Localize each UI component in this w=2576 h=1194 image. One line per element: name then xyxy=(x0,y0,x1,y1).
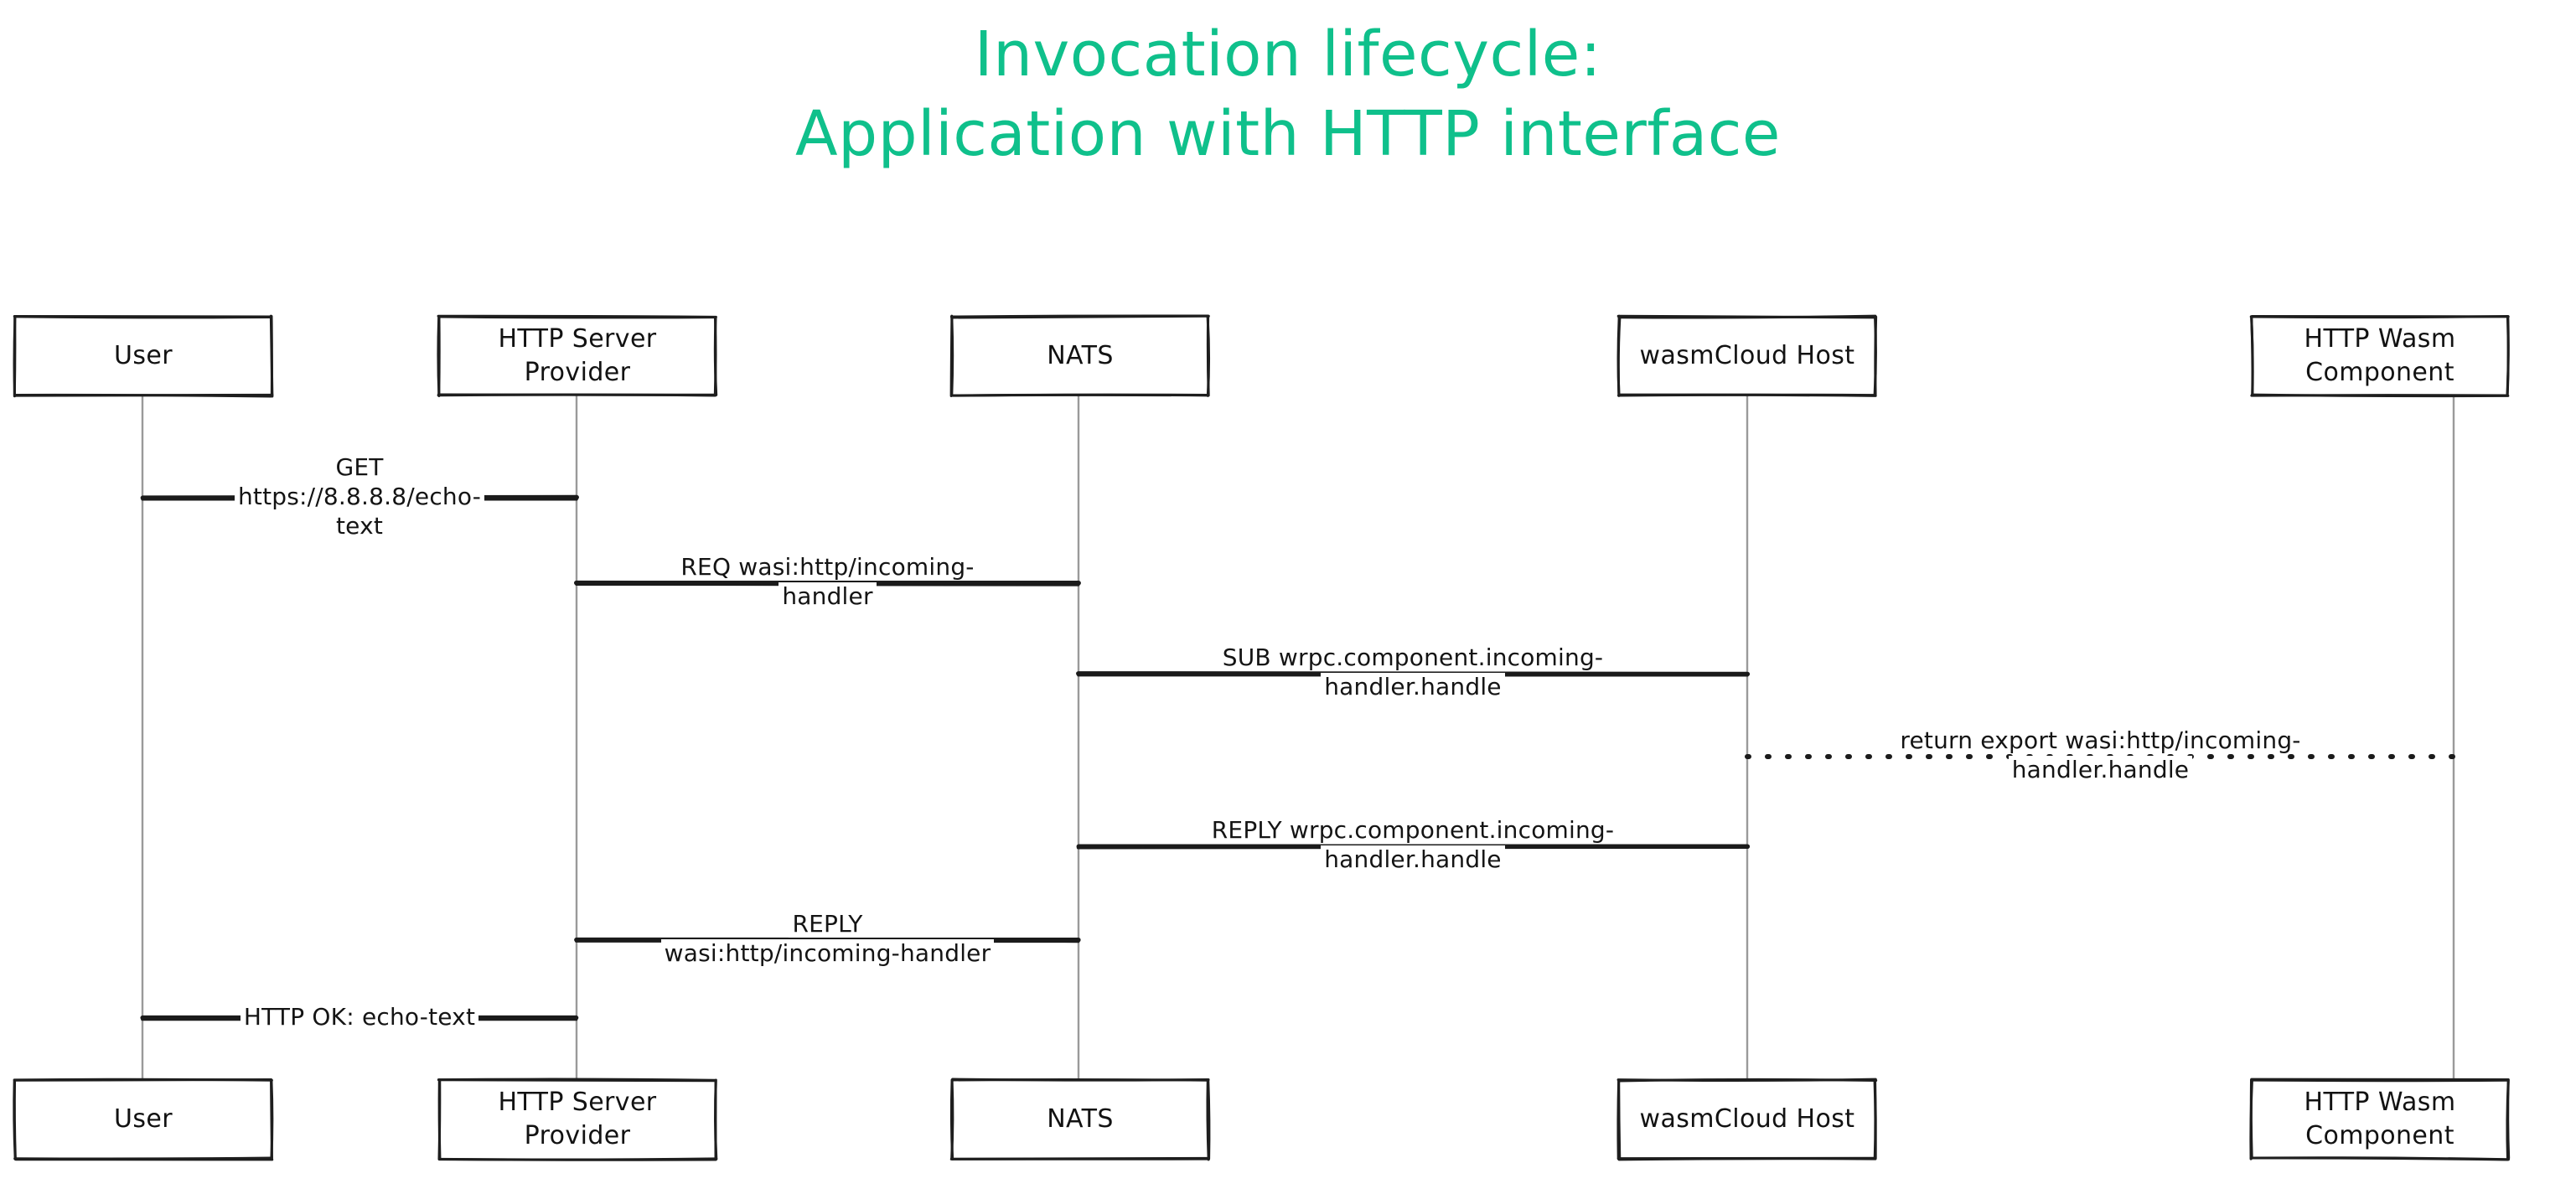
diagram-title: Invocation lifecycle: Application with H… xyxy=(0,15,2576,173)
title-line-1: Invocation lifecycle: xyxy=(974,18,1602,90)
participant-box-http-wasm-component-top[interactable] xyxy=(2249,314,2510,398)
message-arrow-m1[interactable] xyxy=(140,494,579,501)
participant-box-nats-top[interactable] xyxy=(949,314,1211,397)
participant-box-http-server-provider-top[interactable] xyxy=(437,314,718,397)
message-arrow-m5[interactable] xyxy=(1076,844,1751,850)
message-arrow-m2[interactable] xyxy=(573,580,1081,587)
lifelines-group xyxy=(141,395,2455,1080)
participant-box-user-bottom[interactable] xyxy=(13,1078,274,1161)
participant-box-http-server-provider-bottom[interactable] xyxy=(437,1078,718,1161)
participant-box-user-top[interactable] xyxy=(13,314,274,398)
message-arrows-group xyxy=(140,494,2456,1021)
message-arrow-m6[interactable] xyxy=(574,937,1081,943)
message-arrow-m7[interactable] xyxy=(140,1015,579,1021)
participant-box-http-wasm-component-bottom[interactable] xyxy=(2249,1078,2511,1161)
participant-box-wasmcloud-host-top[interactable] xyxy=(1616,314,1878,397)
participant-box-wasmcloud-host-bottom[interactable] xyxy=(1616,1078,1878,1161)
message-arrow-m3[interactable] xyxy=(1076,670,1751,677)
title-line-2: Application with HTTP interface xyxy=(795,97,1781,170)
participant-boxes-group xyxy=(13,314,2511,1161)
participant-box-nats-bottom[interactable] xyxy=(949,1078,1211,1161)
